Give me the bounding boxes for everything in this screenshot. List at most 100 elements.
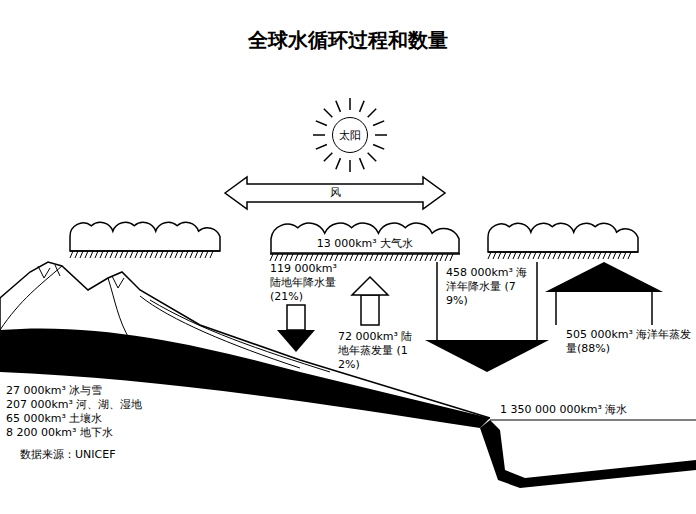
land-evap-shaft [361, 295, 379, 325]
rain-hatch [295, 254, 298, 261]
rain-hatch [340, 254, 343, 261]
rain-hatch [370, 254, 373, 261]
ocean-evap-label: 505 000km³ 海洋年蒸发量(88%) [566, 328, 694, 356]
wind-label: 风 [327, 186, 343, 200]
rain-hatch [420, 254, 423, 261]
rain-hatch [518, 252, 521, 259]
rain-hatch [450, 254, 453, 261]
rain-hatch [355, 254, 358, 261]
rain-hatch [160, 251, 163, 258]
sun-ray [316, 121, 327, 126]
rain-hatch [95, 251, 98, 258]
cloud-base [488, 251, 638, 253]
rain-hatch [80, 251, 83, 258]
rain-hatch [310, 254, 313, 261]
rain-hatch [110, 251, 113, 258]
sun-ray [368, 153, 376, 161]
rain-hatch [75, 251, 78, 258]
sun-ray [368, 109, 376, 117]
rain-hatch [165, 251, 168, 258]
title: 全球水循环过程和数量 [0, 28, 696, 53]
rain-hatch [285, 254, 288, 261]
rain-hatch [150, 251, 153, 258]
rain-hatch [280, 254, 283, 261]
cloud [271, 223, 459, 253]
rain-hatch [440, 254, 443, 261]
sun-circle: 太阳 [332, 117, 368, 153]
rain-hatch [498, 252, 501, 259]
rain-hatch [380, 254, 383, 261]
ocean-precip-shaft [436, 262, 438, 340]
source-note: 数据来源：UNICEF [20, 448, 220, 462]
sun-ray [373, 145, 384, 150]
storage-label: 27 000km³ 冰与雪 [6, 384, 226, 398]
rain-hatch [503, 252, 506, 259]
rain-hatch [330, 254, 333, 261]
sea-label: 1 350 000 000km³ 海水 [500, 403, 690, 417]
rain-hatch [538, 252, 541, 259]
rain-hatch [603, 252, 606, 259]
rain-hatch [210, 251, 213, 258]
rain-hatch [290, 254, 293, 261]
snow-marks [38, 265, 124, 288]
rain-hatch [493, 252, 496, 259]
rain-hatch [345, 254, 348, 261]
sun-ray [316, 145, 327, 150]
ocean-evap-shaft [555, 292, 557, 325]
rain-hatch [145, 251, 148, 258]
rain-hatch [105, 251, 108, 258]
sun-ray [324, 109, 332, 117]
rain-hatch [195, 251, 198, 258]
rain-hatch [598, 252, 601, 259]
rain-hatch [395, 254, 398, 261]
rain-hatch [558, 252, 561, 259]
rain-hatch [320, 254, 323, 261]
sun-ray [349, 160, 351, 172]
sun-ray [349, 98, 351, 110]
sun-ray [375, 134, 387, 136]
land-precip-label: 119 000km³ 陆地年降水量 (21%) [270, 262, 350, 303]
rain-hatch [390, 254, 393, 261]
rain-hatch [115, 251, 118, 258]
rain-hatch [140, 251, 143, 258]
wind-arrow [225, 177, 445, 209]
rain-hatch [508, 252, 511, 259]
rain-hatch [488, 252, 491, 259]
sea-surface [490, 420, 696, 421]
rain-hatch [410, 254, 413, 261]
sun-ray [360, 158, 365, 169]
rain-hatch [578, 252, 581, 259]
rain-hatch [528, 252, 531, 259]
rain-hatch [325, 254, 328, 261]
land-precip-head [277, 330, 315, 352]
rain-hatch [315, 254, 318, 261]
rain-hatch [415, 254, 418, 261]
rain-hatch [135, 251, 138, 258]
storage-label: 207 000km³ 河、湖、湿地 [6, 398, 226, 412]
rain-hatch [430, 254, 433, 261]
rain-hatch [360, 254, 363, 261]
rain-hatch [185, 251, 188, 258]
rain-hatch [543, 252, 546, 259]
ocean-evap-shaft [651, 292, 653, 325]
cloud-base [70, 250, 220, 252]
rain-hatch [180, 251, 183, 258]
cloud [70, 222, 220, 251]
mountain-edge [0, 298, 1, 330]
cloud-box: 13 000km³ 大气水 [270, 216, 460, 254]
rain-hatch [305, 254, 308, 261]
rain-hatch [573, 252, 576, 259]
cloud [488, 223, 638, 252]
ocean-precip-head [425, 340, 549, 372]
rain-hatch [130, 251, 133, 258]
rain-hatch [125, 251, 128, 258]
rain-hatch [553, 252, 556, 259]
ocean-precip-label: 458 000km³ 海洋年降水量 (79%) [446, 266, 530, 307]
rain-hatch [608, 252, 611, 259]
rain-hatch [425, 254, 428, 261]
sun-ray [324, 153, 332, 161]
rain-hatch [300, 254, 303, 261]
rain-hatch [435, 254, 438, 261]
rain-hatch [365, 254, 368, 261]
